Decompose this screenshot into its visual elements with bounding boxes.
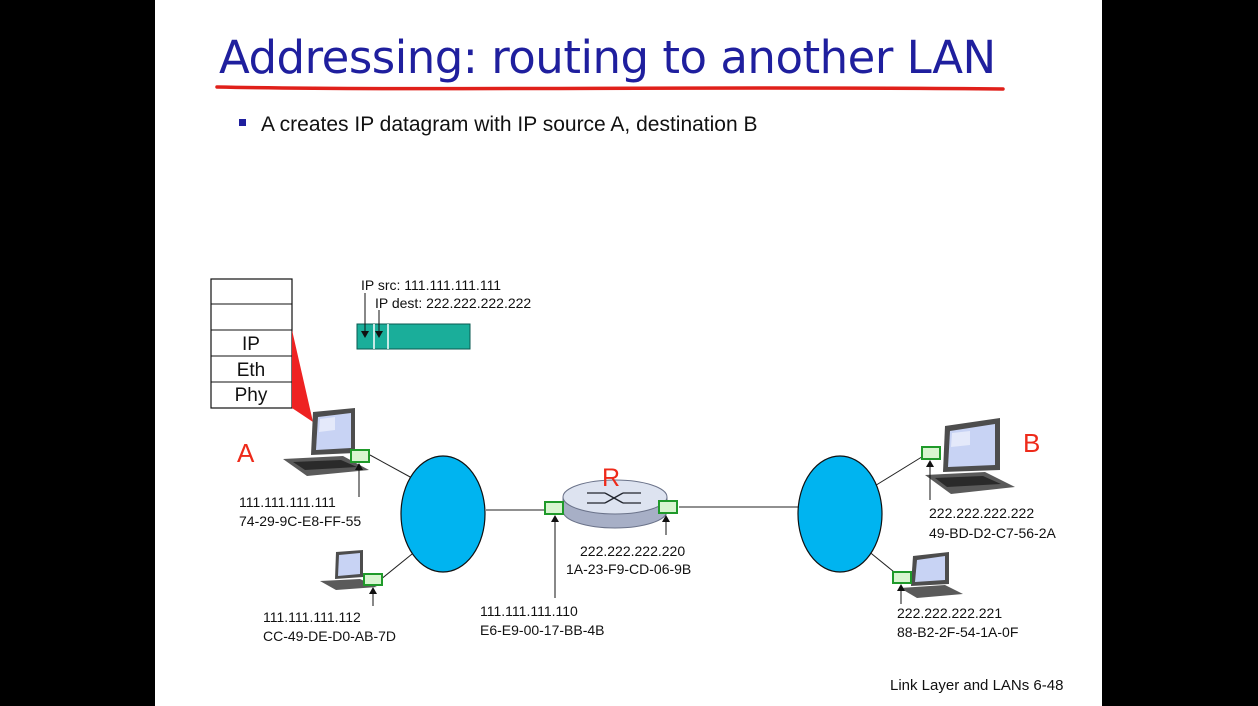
host-b-mac: 49-BD-D2-C7-56-2A: [929, 525, 1056, 541]
host-b2-ip: 222.222.222.221: [897, 605, 1002, 621]
router: R: [544, 464, 678, 598]
stack-callout: [292, 330, 313, 422]
bullet-marker: [239, 118, 246, 126]
host-a2-ip: 111.111.111.112: [263, 609, 361, 625]
stack-layer-phy: Phy: [235, 385, 268, 406]
bullet-text: A creates IP datagram with IP source A, …: [261, 113, 758, 136]
network-diagram: IP Eth Phy IP src: 111.111.111.111 IP de…: [210, 277, 1056, 644]
router-left-mac: E6-E9-00-17-BB-4B: [480, 622, 605, 638]
host-b2-computer: [892, 552, 963, 604]
router-right-interface: [658, 500, 678, 514]
host-a2-computer: [320, 550, 383, 606]
protocol-stack: IP Eth Phy: [210, 278, 293, 409]
stack-layer-eth: Eth: [237, 360, 266, 381]
host-a-interface: [350, 449, 370, 463]
title-underline: [215, 85, 1005, 91]
host-b-computer: [921, 418, 1015, 500]
slide: Addressing: routing to another LAN A cre…: [155, 0, 1102, 706]
host-b-label: B: [1023, 428, 1040, 458]
slide-footer: Link Layer and LANs 6-48: [890, 677, 1064, 694]
ip-dest-label: IP dest: 222.222.222.222: [375, 295, 531, 311]
stack-layer-ip: IP: [242, 334, 260, 355]
host-a2-mac: CC-49-DE-D0-AB-7D: [263, 628, 396, 644]
router-label: R: [602, 464, 620, 492]
ip-datagram: IP src: 111.111.111.111 IP dest: 222.222…: [356, 277, 531, 350]
host-a-label: A: [237, 438, 255, 468]
router-right-ip: 222.222.222.220: [580, 543, 685, 559]
host-b2-mac: 88-B2-2F-54-1A-0F: [897, 624, 1018, 640]
slide-title: Addressing: routing to another LAN: [219, 31, 996, 84]
bullet-item: A creates IP datagram with IP source A, …: [239, 113, 758, 137]
router-right-mac: 1A-23-F9-CD-06-9B: [566, 561, 691, 577]
lan-left-cloud: [400, 455, 486, 573]
router-left-ip: 111.111.111.110: [480, 603, 578, 619]
router-left-interface: [544, 501, 564, 515]
ip-src-label: IP src: 111.111.111.111: [361, 277, 501, 293]
host-b-ip: 222.222.222.222: [929, 505, 1034, 521]
lan-right-cloud: [797, 455, 883, 573]
host-a-ip: 111.111.111.111: [239, 494, 336, 510]
host-a-computer: [283, 408, 370, 497]
host-a-mac: 74-29-9C-E8-FF-55: [239, 513, 361, 529]
host-a2-interface: [363, 573, 383, 586]
host-b2-interface: [892, 571, 912, 584]
host-b-interface: [921, 446, 941, 460]
